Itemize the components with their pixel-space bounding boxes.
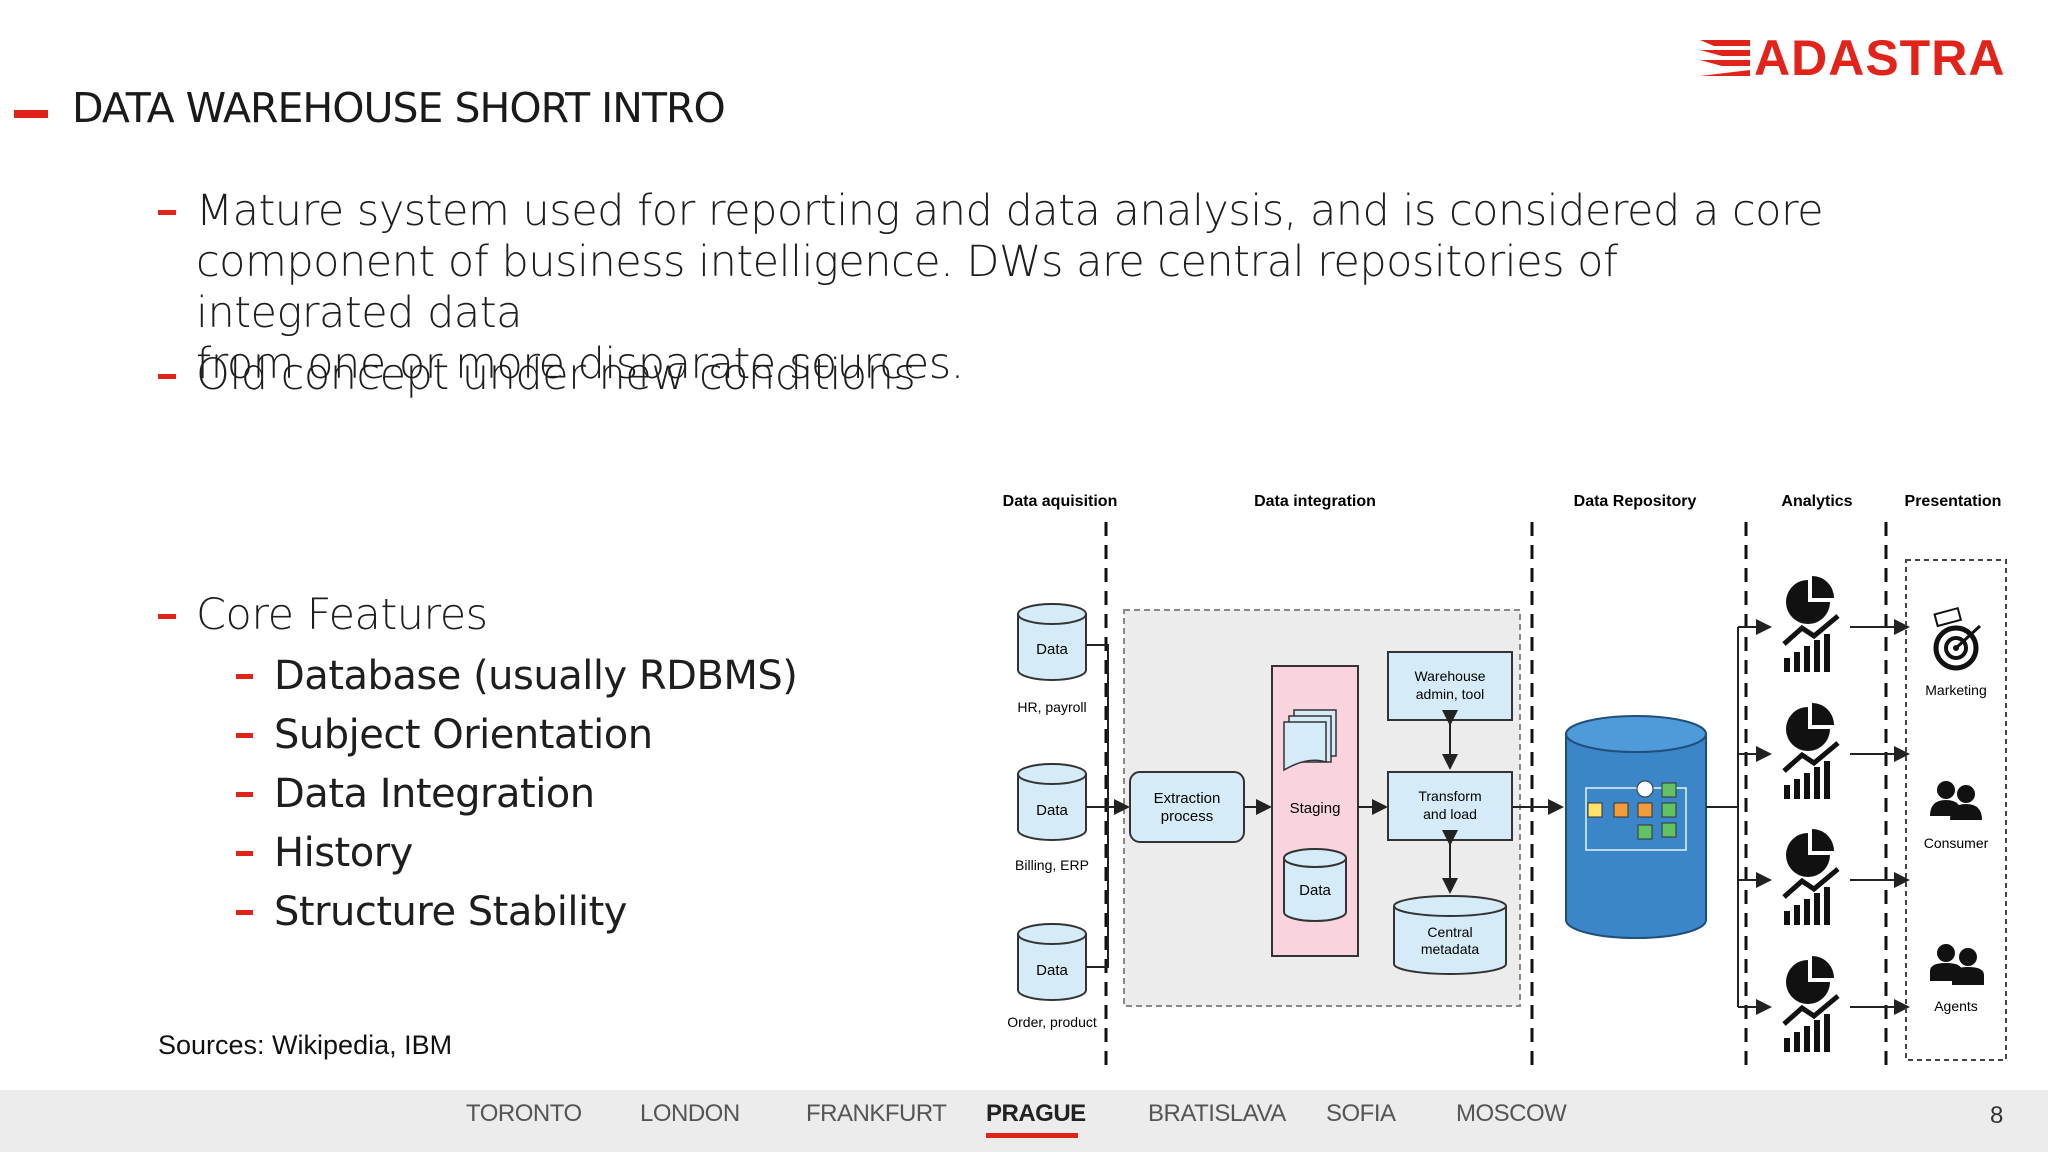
footer-city-london[interactable]: LONDON [640,1100,740,1127]
bullet-definition: Mature system used for reporting and dat… [158,186,1836,390]
sources-note: Sources: Wikipedia, IBM [158,1030,453,1060]
col-header-analytics: Analytics [1781,493,1852,510]
slide-title: DATA WAREHOUSE SHORT INTRO [72,84,726,132]
bullet-dash [236,910,253,915]
database-label: Data [1036,641,1068,658]
internal-arrows [1442,710,1564,894]
database-caption: Billing, ERP [1015,857,1089,873]
presentation-arrows [1850,619,1910,1015]
warehouse-admin-label: Warehouse [1414,668,1485,684]
col-header-repository: Data Repository [1574,493,1697,510]
staging-label: Staging [1290,800,1341,817]
data-repository-cylinder [1565,715,1707,939]
footer-bar [0,1090,2048,1152]
central-metadata-label: metadata [1421,941,1480,957]
transform-label: Transform [1418,788,1481,804]
extraction-box [1129,771,1245,843]
page-number: 8 [1990,1102,2004,1129]
title-accent-dash [14,110,48,118]
sub-bullet: Database (usually RDBMS) [236,652,798,700]
extraction-label: process [1161,808,1214,825]
footer-city-moscow[interactable]: MOSCOW [1456,1100,1567,1127]
database-label: Data [1299,882,1331,899]
footer-city-prague[interactable]: PRAGUE [986,1100,1086,1127]
bullet-text: Core Features [196,590,488,640]
agents-icon [1930,944,1984,985]
transform-label: and load [1423,806,1477,822]
sub-bullet: Subject Orientation [236,711,653,759]
analytics-arrows [1738,619,1772,1015]
extraction-label: Extraction [1154,790,1221,807]
footer-city-frankfurt[interactable]: FRANKFURT [806,1100,947,1127]
source-database: Data Order, product [1007,923,1097,1030]
analytics-chart-icon [1782,829,1840,925]
logo-mark-icon [1700,40,1750,76]
adastra-logo: ADASTRA [1700,30,2010,86]
documents-icon [1283,709,1337,772]
col-header-presentation: Presentation [1905,493,2002,510]
logo-text: ADASTRA [1754,30,2006,86]
data-warehouse-diagram: Data aquisition Data integration Data Re… [1003,493,2007,1072]
source-database: Data Billing, ERP [1015,763,1089,873]
sub-bullet-text: Subject Orientation [274,712,653,758]
warehouse-admin-label: admin, tool [1416,686,1484,702]
footer-city-bratislava[interactable]: BRATISLAVA [1148,1100,1286,1127]
bullet-dash [158,210,176,215]
bullet-line: from one or more disparate sources. [196,339,964,389]
footer-city-toronto[interactable]: TORONTO [466,1100,582,1127]
staging-database: Data [1283,848,1347,922]
central-metadata-database: Central metadata [1393,895,1507,975]
bullet-dash [236,674,253,679]
col-header-acquisition: Data aquisition [1003,493,1118,510]
consumer-icon [1930,781,1982,820]
bullet-line: component of business intelligence. DWs … [196,237,1618,338]
col-header-integration: Data integration [1254,493,1376,510]
presentation-label-agents: Agents [1934,998,1978,1014]
bullet-dash [158,614,176,619]
analytics-chart-icon [1782,956,1840,1052]
bullet-dash [236,792,253,797]
sub-bullet: Structure Stability [236,888,627,936]
analytics-chart-icon [1782,703,1840,799]
sub-bullet-text: History [274,830,413,876]
bullet-dash [236,733,253,738]
footer-city-sofia[interactable]: SOFIA [1326,1100,1396,1127]
sub-bullet: Data Integration [236,770,595,818]
sub-bullet-text: Structure Stability [274,889,627,935]
database-label: Data [1036,962,1068,979]
database-caption: Order, product [1007,1014,1097,1030]
central-metadata-label: Central [1427,924,1472,940]
bullet-line: Mature system used for reporting and dat… [196,186,1824,236]
target-icon [1933,606,1982,671]
sub-bullet: History [236,829,413,877]
bullet-old-concept: Old concept under new conditions [158,350,916,401]
presentation-label-consumer: Consumer [1924,835,1989,851]
source-database: Data HR, payroll [1017,603,1087,715]
bullet-dash [236,851,253,856]
active-city-underline [986,1133,1078,1138]
database-caption: HR, payroll [1017,699,1086,715]
source-connectors [1086,644,1130,968]
database-label: Data [1036,802,1068,819]
bullet-dash [158,374,176,379]
sub-bullet-text: Data Integration [274,771,595,817]
bullet-text: Old concept under new conditions [196,350,916,400]
analytics-chart-icon [1782,576,1840,672]
presentation-label-marketing: Marketing [1925,682,1986,698]
presentation-area [1905,559,2007,1061]
bullet-core-features: Core Features [158,590,488,641]
sub-bullet-text: Database (usually RDBMS) [274,653,798,699]
